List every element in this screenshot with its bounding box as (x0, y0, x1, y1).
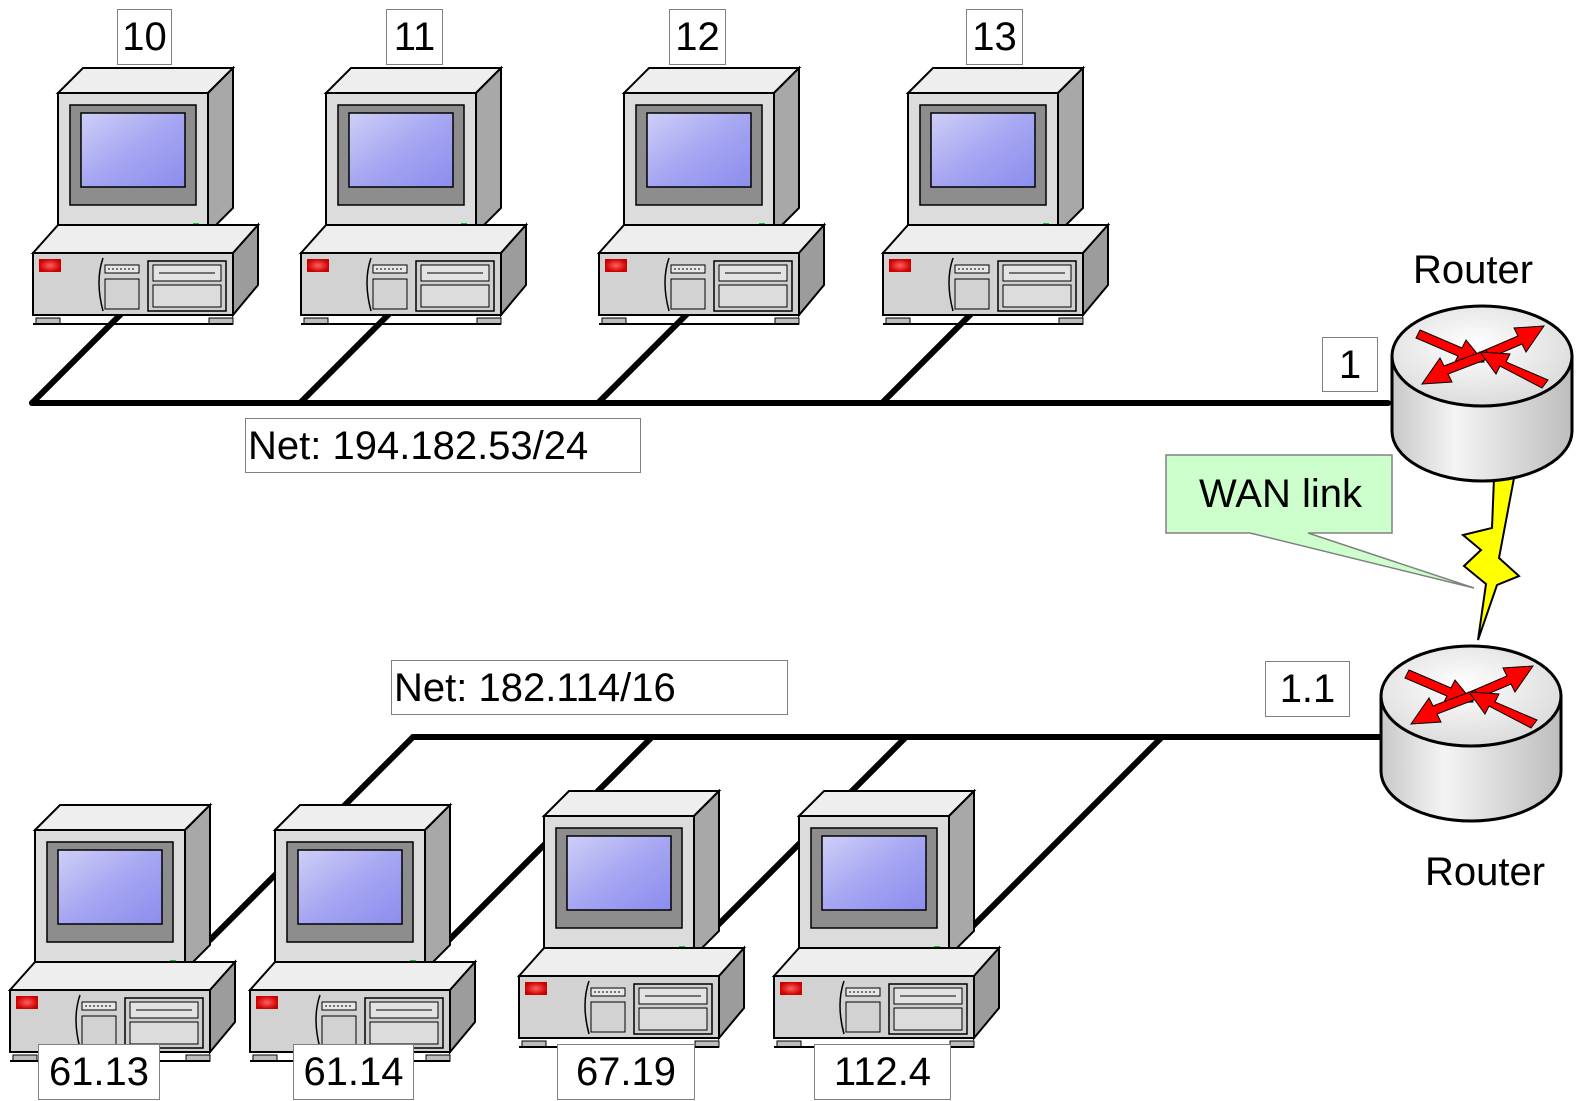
network-label-top: Net: 194.182.53/24 (245, 418, 641, 473)
computer-icon (249, 804, 476, 1062)
computer-icon (773, 790, 1000, 1048)
network-label-bottom: Net: 182.114/16 (391, 660, 788, 715)
router-interface-label: 1 (1322, 337, 1378, 392)
ethernet-lines-top (29, 287, 1391, 406)
host-label: 61.14 (293, 1044, 414, 1100)
host-label: 12 (669, 9, 726, 65)
wan-link-label: WAN link (1199, 472, 1362, 516)
host-label: 112.4 (814, 1044, 951, 1100)
computer-icon (882, 67, 1109, 325)
router-icon (1390, 304, 1574, 483)
host-label: 13 (966, 9, 1023, 65)
host-label: 10 (117, 9, 172, 65)
wan-callout-bubble (1165, 454, 1475, 589)
lightning-bolt-icon (1460, 477, 1521, 641)
computer-icon (32, 67, 259, 325)
router-interface-label: 1.1 (1265, 661, 1350, 717)
computer-icon (300, 67, 527, 325)
host-label: 61.13 (38, 1044, 160, 1100)
router-label-bottom: Router (1425, 850, 1546, 894)
router-label-top: Router (1413, 248, 1534, 292)
computer-icon (518, 790, 745, 1048)
host-label: 11 (386, 9, 443, 65)
host-label: 67.19 (557, 1044, 695, 1100)
computer-icon (9, 804, 236, 1062)
router-icon (1379, 644, 1563, 823)
computer-icon (598, 67, 825, 325)
